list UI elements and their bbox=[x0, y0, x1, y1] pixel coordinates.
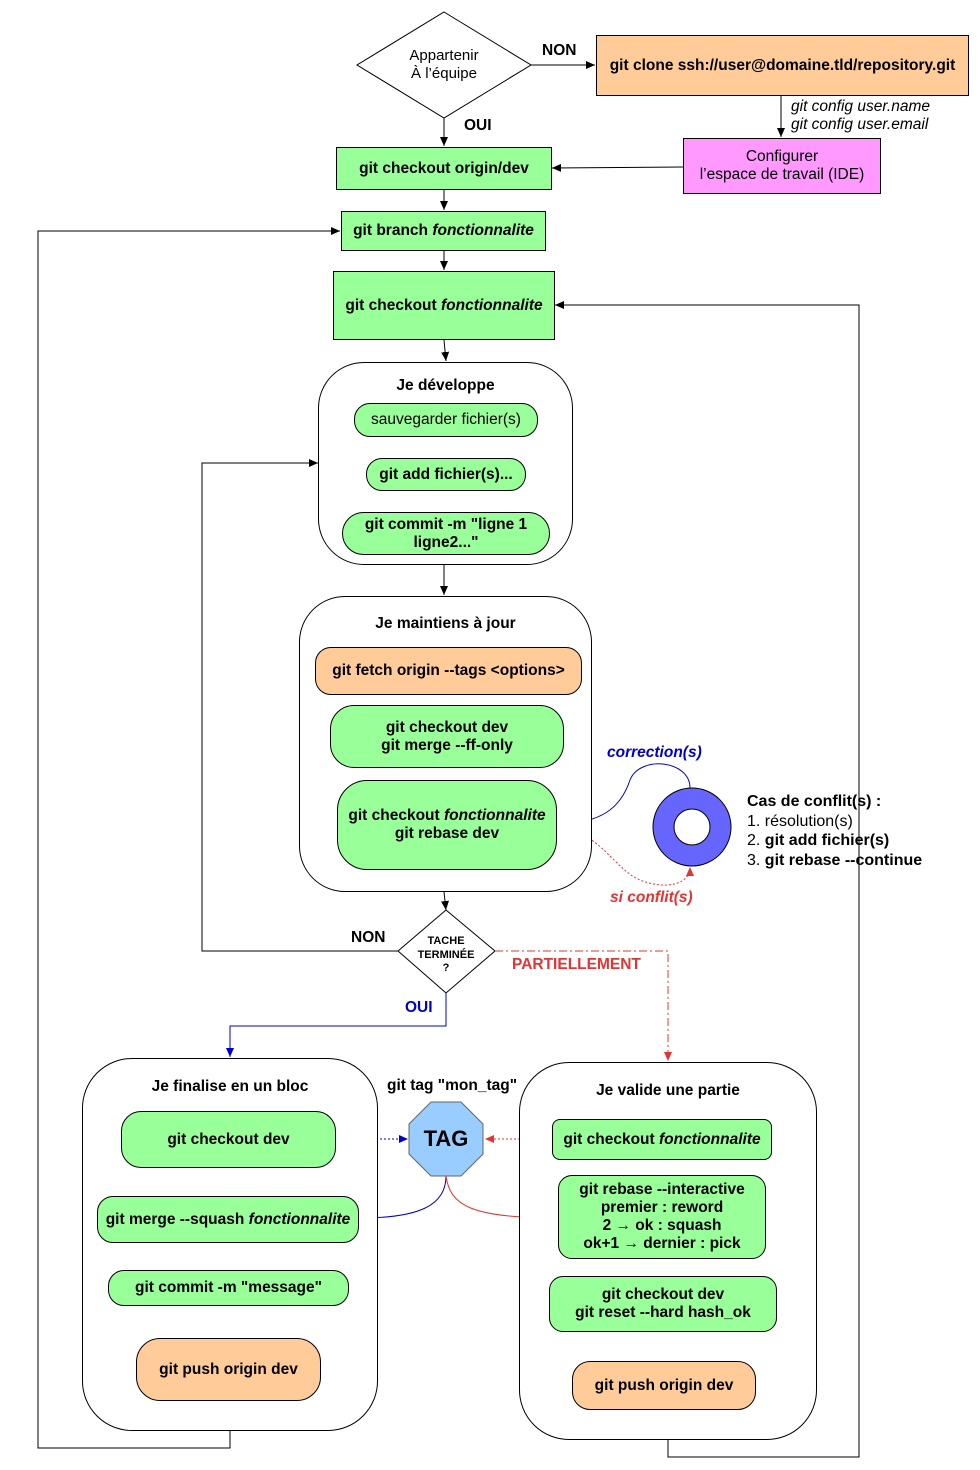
label-oui-top: OUI bbox=[464, 117, 492, 134]
git-branch-box: git branch fonctionnalite bbox=[341, 211, 546, 251]
label-non-done: NON bbox=[351, 929, 386, 946]
finalize-push-box: git push origin dev bbox=[136, 1338, 321, 1401]
conflict-step3-num: 3. bbox=[747, 851, 765, 869]
rebase-dev-prefix: git checkout bbox=[348, 807, 444, 824]
tag-label: TAG bbox=[423, 1126, 469, 1151]
conflict-steps: Cas de conflit(s) : 1. résolution(s) 2. … bbox=[747, 792, 922, 870]
rebase-interactive-line1: git rebase --interactive bbox=[579, 1181, 745, 1198]
finalize-checkout-text: git checkout dev bbox=[167, 1130, 290, 1148]
team-decision: Appartenir À l’équipe bbox=[384, 47, 504, 83]
configure-line2: l’espace de travail (IDE) bbox=[699, 166, 865, 183]
configure-ide-box: Configurer l’espace de travail (IDE) bbox=[683, 138, 881, 194]
merge-squash-prefix: git merge --squash bbox=[105, 1210, 249, 1228]
merge-squash-name: fonctionnalite bbox=[248, 1210, 351, 1228]
merge-ff-line1: git checkout dev bbox=[385, 718, 509, 736]
git-fetch-text: git fetch origin --tags <options> bbox=[332, 662, 565, 679]
checkout-origin-dev-text: git checkout origin/dev bbox=[359, 159, 529, 177]
config-note: git config user.name git config user.ema… bbox=[791, 98, 930, 134]
git-add-text: git add fichier(s)... bbox=[379, 465, 513, 483]
checkout-feature-prefix: git checkout bbox=[345, 296, 441, 314]
merge-ff-line2: git merge --ff-only bbox=[381, 736, 513, 754]
rebase-dev-line2: git rebase dev bbox=[394, 825, 500, 842]
checkout-origin-dev-box: git checkout origin/dev bbox=[336, 147, 552, 190]
finalize-commit-box: git commit -m "message" bbox=[108, 1270, 349, 1306]
merge-ff-box: git checkout dev git merge --ff-only bbox=[330, 705, 564, 768]
rebase-dev-box: git checkout fonctionnalite git rebase d… bbox=[337, 780, 557, 870]
conflict-step3: git rebase --continue bbox=[764, 851, 923, 869]
config-note-line1: git config user.name bbox=[791, 98, 931, 115]
conflict-step2-num: 2. bbox=[747, 832, 765, 849]
rebase-dev-name: fonctionnalite bbox=[444, 807, 546, 824]
label-partial: PARTIELLEMENT bbox=[512, 956, 641, 973]
task-done-line3: ? bbox=[442, 962, 450, 974]
git-clone-box: git clone ssh://user@domaine.tld/reposit… bbox=[596, 35, 969, 96]
save-files-box: sauvegarder fichier(s) bbox=[354, 403, 538, 437]
conflict-step1: 1. résolution(s) bbox=[747, 812, 853, 830]
git-commit-line1: git commit -m "ligne 1 bbox=[364, 515, 528, 533]
reset-hard-box: git checkout dev git reset --hard hash_o… bbox=[549, 1276, 777, 1332]
configure-line1: Configurer bbox=[745, 148, 819, 165]
finalize-checkout-box: git checkout dev bbox=[121, 1111, 336, 1168]
label-oui-done: OUI bbox=[405, 999, 433, 1016]
task-done-line2: TERMINÉE bbox=[417, 948, 475, 961]
conflict-step2: git add fichier(s) bbox=[764, 832, 890, 849]
save-files-text: sauvegarder fichier(s) bbox=[371, 411, 521, 428]
tag-octagon bbox=[408, 1101, 484, 1177]
conflict-title: Cas de conflit(s) : bbox=[747, 793, 882, 810]
finalize-commit-text: git commit -m "message" bbox=[135, 1279, 322, 1296]
finalize-title: Je finalise en un bloc bbox=[151, 1078, 309, 1095]
partial-title: Je valide une partie bbox=[596, 1082, 740, 1099]
rebase-interactive-line2: premier : reword bbox=[600, 1199, 724, 1216]
maintain-title: Je maintiens à jour bbox=[375, 615, 516, 632]
team-decision-line1: Appartenir bbox=[409, 47, 479, 64]
rebase-interactive-box: git rebase --interactive premier : rewor… bbox=[558, 1175, 766, 1259]
git-add-box: git add fichier(s)... bbox=[366, 458, 526, 491]
partial-checkout-prefix: git checkout bbox=[563, 1130, 659, 1148]
git-commit-box: git commit -m "ligne 1 ligne2..." bbox=[342, 512, 550, 555]
rebase-interactive-line3: 2 → ok : squash bbox=[602, 1217, 722, 1234]
develop-title: Je développe bbox=[396, 377, 495, 394]
git-branch-name: fonctionnalite bbox=[432, 222, 534, 239]
partial-push-box: git push origin dev bbox=[572, 1361, 756, 1410]
label-non-top: NON bbox=[542, 42, 577, 59]
checkout-feature-box: git checkout fonctionnalite bbox=[333, 271, 555, 340]
merge-squash-box: git merge --squash fonctionnalite bbox=[97, 1196, 359, 1243]
finalize-push-text: git push origin dev bbox=[159, 1360, 298, 1378]
correction-label: correction(s) bbox=[607, 744, 702, 761]
git-commit-line2: ligne2..." bbox=[413, 533, 479, 551]
task-done-line1: TACHE bbox=[427, 935, 465, 947]
rebase-interactive-line4: ok+1 → dernier : pick bbox=[583, 1235, 741, 1252]
partial-checkout-name: fonctionnalite bbox=[659, 1130, 761, 1148]
checkout-feature-name: fonctionnalite bbox=[441, 296, 543, 314]
si-conflit-label: si conflit(s) bbox=[610, 889, 693, 906]
git-tag-command: git tag "mon_tag" bbox=[387, 1077, 518, 1094]
partial-checkout-box: git checkout fonctionnalite bbox=[552, 1119, 772, 1160]
git-fetch-box: git fetch origin --tags <options> bbox=[315, 647, 582, 695]
git-branch-prefix: git branch bbox=[353, 222, 433, 239]
partial-push-text: git push origin dev bbox=[594, 1376, 734, 1394]
git-clone-text: git clone ssh://user@domaine.tld/reposit… bbox=[609, 56, 956, 74]
config-note-line2: git config user.email bbox=[791, 116, 929, 133]
team-decision-line2: À l’équipe bbox=[411, 65, 477, 82]
reset-hard-line1: git checkout dev bbox=[601, 1286, 725, 1303]
task-done-decision: TACHE TERMINÉE ? bbox=[406, 935, 486, 976]
reset-hard-line2: git reset --hard hash_ok bbox=[575, 1304, 751, 1321]
